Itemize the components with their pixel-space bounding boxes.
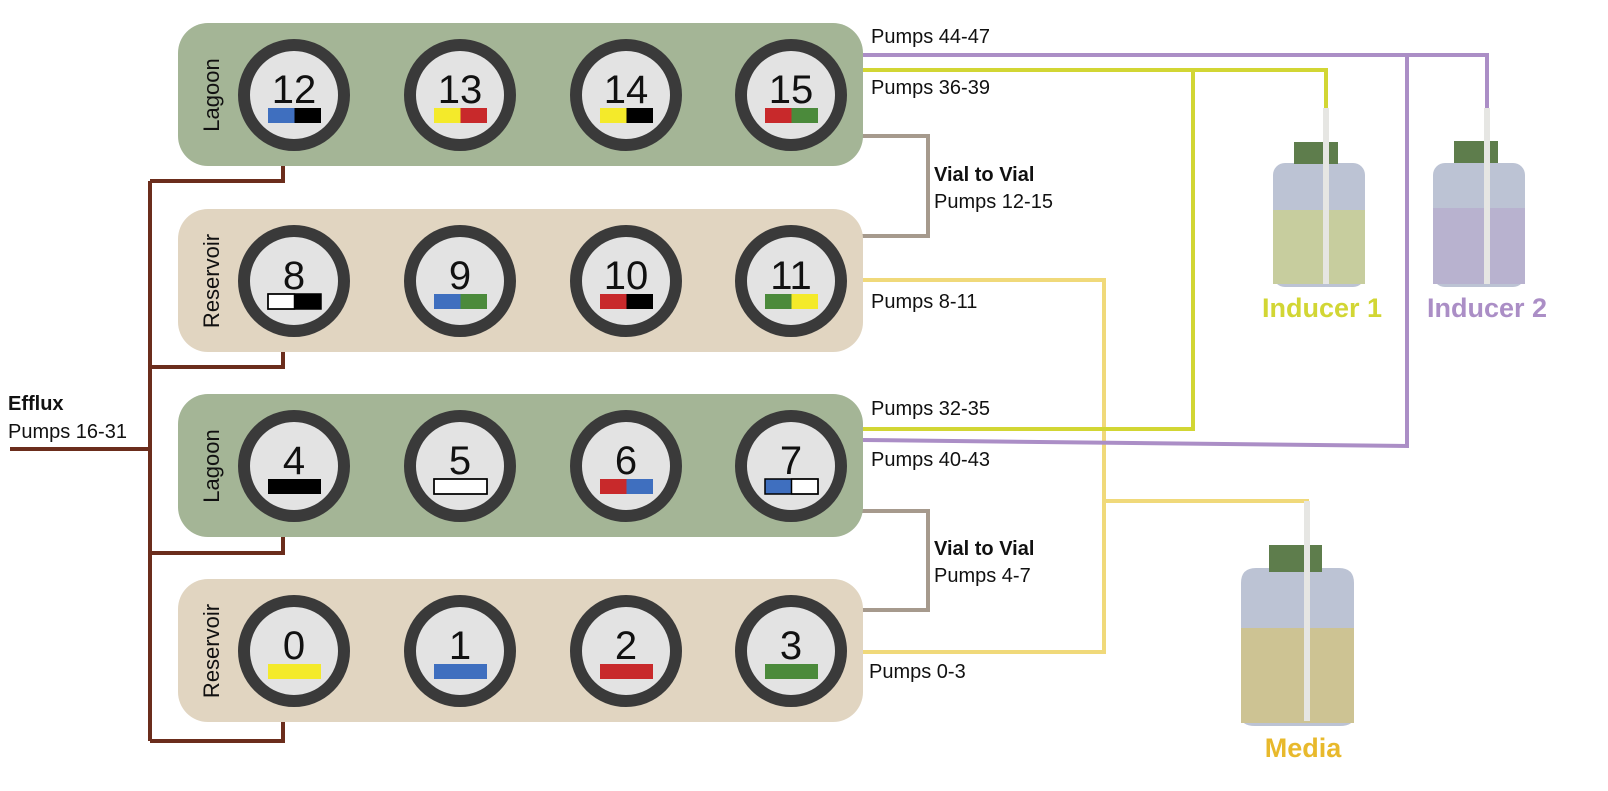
pumps-40-43-label: Pumps 40-43 [871,449,990,471]
green-tag [765,664,818,679]
media-label: Media [1265,733,1343,763]
vial-1: 1 [404,595,516,707]
yellow-tag [791,294,818,309]
inducer2-bottle [1433,108,1525,287]
white-tag [433,478,488,495]
inducer1-bottle [1273,108,1365,287]
row-label: Reservoir [199,604,224,698]
vial-3: 3 [735,595,847,707]
efflux-lines [10,166,285,743]
inducer1-lines [862,68,1328,431]
vial-2: 2 [570,595,682,707]
white-tag [267,293,296,310]
vial-12: 12 [238,39,350,151]
black-tag [626,108,653,123]
vial-number: 8 [283,254,305,298]
efflux-pumps: Pumps 16-31 [8,421,127,443]
row-label: Lagoon [199,58,224,131]
lagoon-panel [178,23,863,166]
row-label: Lagoon [199,429,224,502]
yellow-tag [434,108,461,123]
pumps-36-39-label: Pumps 36-39 [871,77,990,99]
vial-5: 5 [404,410,516,522]
vial-number: 13 [438,68,483,112]
white-tag [790,478,819,495]
vial-number: 9 [449,254,471,298]
pumps-8-11-label: Pumps 8-11 [871,291,977,313]
row-reservoir: Reservoir 8 9 10 11 [178,209,863,352]
vial-to-vial-lines [862,134,930,612]
vial-0: 0 [238,595,350,707]
vial-number: 5 [449,439,471,483]
green-tag [791,108,818,123]
red-tag [600,479,627,494]
reservoir-panel [178,209,863,352]
vial-7: 7 [735,410,847,522]
vial-number: 7 [780,439,802,483]
pumps-32-35-label: Pumps 32-35 [871,398,990,420]
inducer2-lines [861,53,1489,449]
efflux-title: Efflux [8,393,64,415]
vial-number: 0 [283,624,305,668]
vial-14: 14 [570,39,682,151]
blue-tag [268,108,295,123]
red-tag [600,294,627,309]
vial-number: 3 [780,624,802,668]
vial-number: 14 [604,68,649,112]
vial-10: 10 [570,225,682,337]
inducer1-label: Inducer 1 [1262,293,1382,323]
green-tag [460,294,487,309]
inducer2-label: Inducer 2 [1427,293,1547,323]
vial-number: 10 [604,254,649,298]
vial-number: 1 [449,624,471,668]
pumps-44-47-label: Pumps 44-47 [871,26,990,48]
red-tag [765,108,792,123]
tag-outline [267,293,322,310]
vial-8: 8 [238,225,350,337]
vial-13: 13 [404,39,516,151]
vial-15: 15 [735,39,847,151]
yellow-tag [600,108,627,123]
vial-number: 15 [769,68,814,112]
tag-outline [764,478,819,495]
vial-11: 11 [735,225,847,337]
vial-4: 4 [238,410,350,522]
black-tag [294,108,321,123]
vial-number: 12 [272,68,317,112]
vial-to-vial-1-pumps: Pumps 12-15 [934,191,1053,213]
reservoir-panel [178,579,863,722]
row-label: Reservoir [199,234,224,328]
green-tag [765,294,792,309]
vial-number: 4 [283,439,305,483]
black-tag [268,479,321,494]
tag-outline [433,478,488,495]
red-tag [460,108,487,123]
vial-6: 6 [570,410,682,522]
blue-tag [434,294,461,309]
lagoon-panel [178,394,863,537]
blue-tag [434,664,487,679]
black-tag [294,294,321,309]
vial-9: 9 [404,225,516,337]
pumps-0-3-label: Pumps 0-3 [869,661,966,683]
blue-tag [626,479,653,494]
vial-to-vial-1-title: Vial to Vial [934,164,1034,186]
yellow-tag [268,664,321,679]
vial-to-vial-2-title: Vial to Vial [934,538,1034,560]
vial-number: 6 [615,439,637,483]
row-reservoir: Reservoir 0 1 2 3 [178,579,863,722]
vial-number: 11 [770,254,812,298]
black-tag [626,294,653,309]
vial-number: 2 [615,624,637,668]
vial-to-vial-2-pumps: Pumps 4-7 [934,565,1031,587]
blue-tag [765,479,792,494]
row-lagoon: Lagoon 12 13 14 15 [178,23,863,166]
media-bottle [1241,501,1354,726]
red-tag [600,664,653,679]
row-lagoon: Lagoon 4 5 6 7 [178,394,863,537]
